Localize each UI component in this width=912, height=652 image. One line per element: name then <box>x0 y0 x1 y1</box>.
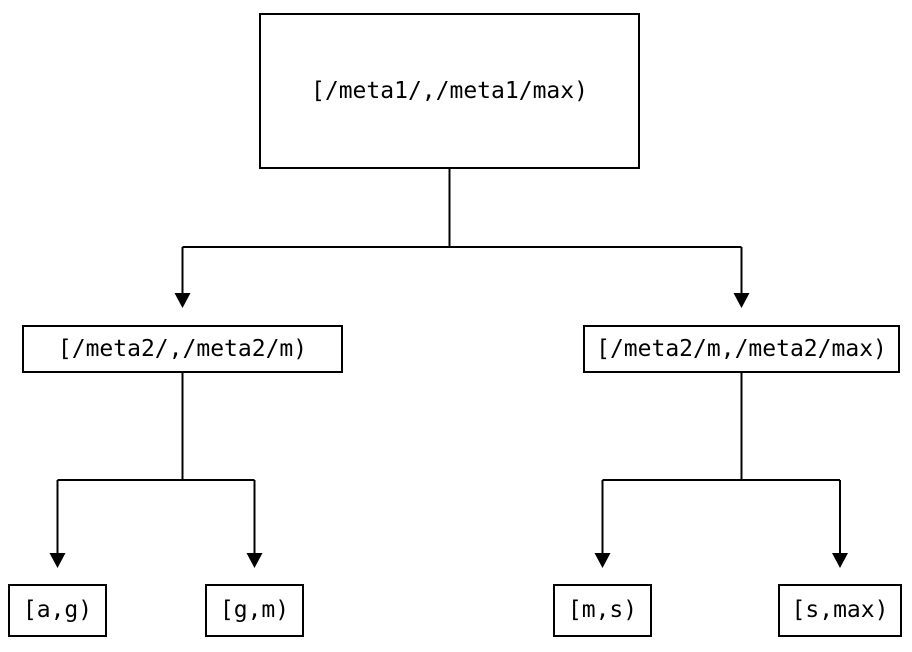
arrowhead-down-icon <box>174 293 191 308</box>
tree-node-label: [/meta1/,/meta1/max) <box>311 77 588 104</box>
arrowhead-down-icon <box>832 553 848 568</box>
tree-node-root: [/meta1/,/meta1/max) <box>259 13 640 169</box>
arrowhead-down-icon <box>733 293 750 308</box>
tree-node-label: [/meta2/,/meta2/m) <box>57 335 308 362</box>
tree-node-meta2-upper: [/meta2/m,/meta2/max) <box>583 325 900 373</box>
tree-node-label: [g,m) <box>219 597 290 623</box>
tree-node-leaf-gm: [g,m) <box>205 584 304 637</box>
tree-node-label: [a,g) <box>22 597 93 623</box>
tree-node-label: [s,max) <box>791 597 889 623</box>
edge-root-to-level2 <box>174 169 750 308</box>
tree-node-leaf-ms: [m,s) <box>553 584 652 637</box>
arrowhead-down-icon <box>246 553 263 568</box>
tree-node-leaf-smax: [s,max) <box>778 584 902 637</box>
edge-l2left-to-leaves <box>49 373 263 568</box>
tree-node-meta2-lower: [/meta2/,/meta2/m) <box>22 325 343 373</box>
tree-node-label: [/meta2/m,/meta2/max) <box>596 335 887 362</box>
tree-node-label: [m,s) <box>567 597 638 623</box>
edge-l2right-to-leaves <box>594 373 848 568</box>
arrowhead-down-icon <box>594 553 611 568</box>
arrowhead-down-icon <box>49 553 66 568</box>
tree-node-leaf-ag: [a,g) <box>8 584 107 637</box>
